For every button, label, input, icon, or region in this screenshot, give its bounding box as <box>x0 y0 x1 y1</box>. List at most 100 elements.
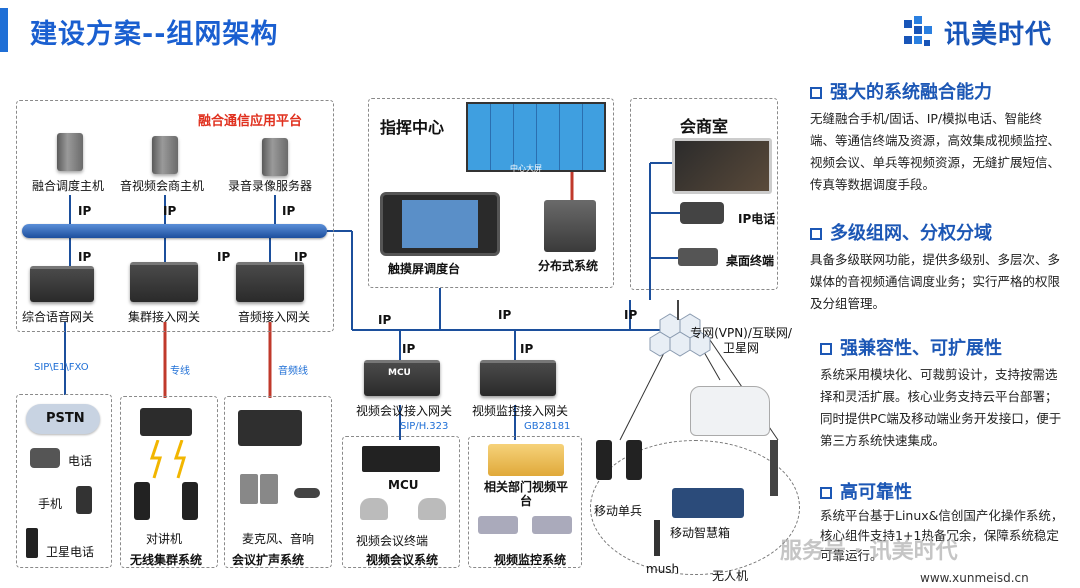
video-wall-label: 中心大屏 <box>510 164 542 173</box>
link-label: SIP/H.323 <box>400 421 449 432</box>
meeting-room-box <box>630 98 778 290</box>
feature-text: 具备多级联网功能，提供多级别、多层次、多媒体的音视频通信调度业务；实行严格的权限… <box>810 252 1061 311</box>
walkie-talkie-icon <box>182 482 198 520</box>
logo-text: 讯美时代 <box>943 20 1052 50</box>
mesh-antenna-icon <box>654 520 660 556</box>
distributed-system-icon <box>544 200 596 252</box>
pstn-item: 卫星电话 <box>46 545 95 559</box>
audio-system-label: 会议扩声系统 <box>232 553 305 567</box>
features-panel: 高可靠性 系统平台基于Linux&信创国产化操作系统，核心组件支持1+1热备冗余… <box>820 478 1064 566</box>
video-conf-box <box>342 436 460 568</box>
server-icon <box>152 136 178 174</box>
smart-box-icon <box>672 488 744 518</box>
microphone-icon <box>294 488 320 498</box>
features-panel: 强大的系统融合能力 无缝融合手机/固话、IP/模拟电话、智能终端、等通信终端及资… <box>810 78 1062 196</box>
feature-text: 无缝融合手机/固话、IP/模拟电话、智能终端、等通信终端及资源，高效集成视频监控… <box>810 111 1061 192</box>
meeting-room-title: 会商室 <box>680 117 729 136</box>
feature-heading: 强大的系统融合能力 <box>810 78 1062 104</box>
feature-text: 系统采用模块化、可裁剪设计，支持按需选择和灵活扩展。核心业务支持云平台部署；同时… <box>820 367 1062 448</box>
walkie-talkie-icon <box>134 482 150 520</box>
server-label: 音视频会商主机 <box>120 179 205 193</box>
pstn-item: 手机 <box>38 497 63 511</box>
page-title: 建设方案--组网架构 <box>30 19 279 50</box>
feature-heading: 高可靠性 <box>820 478 1064 504</box>
link-label: 音频线 <box>278 366 308 377</box>
handheld-terminal-icon <box>596 440 612 480</box>
command-center-box <box>368 98 614 288</box>
ip-label: IP <box>78 250 92 264</box>
platform-title: 融合通信应用平台 <box>198 114 303 129</box>
cloud-icon <box>26 404 100 434</box>
desk-terminal-label: 桌面终端 <box>726 254 775 268</box>
ip-label: IP <box>282 204 296 218</box>
ip-label: IP <box>402 342 416 356</box>
feature-heading: 多级组网、分权分域 <box>810 219 1062 245</box>
vc-terminal-label: 视频会议终端 <box>356 534 429 548</box>
ip-label: IP <box>624 308 638 322</box>
cctv-camera-icon <box>532 516 572 534</box>
ip-label: IP <box>217 250 231 264</box>
vc-system-label: 视频会议系统 <box>366 553 439 567</box>
bullet-square-icon <box>810 228 822 240</box>
gateway-label: 综合语音网关 <box>22 310 95 324</box>
pstn-label: PSTN <box>46 411 85 426</box>
feature-heading: 强兼容性、可扩展性 <box>820 334 1064 360</box>
video-wall-icon <box>466 102 606 172</box>
camera-icon <box>418 498 446 520</box>
ip-label: IP <box>520 342 534 356</box>
speaker-icon <box>260 474 278 504</box>
mesh-label: mush <box>646 562 680 576</box>
pstn-item: 电话 <box>68 454 93 468</box>
ip-label: IP <box>498 308 512 322</box>
ip-label: IP <box>78 204 92 218</box>
gateway-label: 集群接入网关 <box>128 310 201 324</box>
network-bus <box>22 224 327 238</box>
mobile-phone-icon <box>76 486 92 514</box>
vc-gateway-icon <box>364 360 440 396</box>
vm-system-label: 视频监控系统 <box>494 553 567 567</box>
mcu-label: MCU <box>388 478 419 492</box>
vc-gateway-label: 视频会议接入网关 <box>356 404 453 418</box>
console-label: 触摸屏调度台 <box>388 262 461 276</box>
phone-icon <box>30 448 60 468</box>
tripod-camera-icon <box>770 440 778 496</box>
console-screen-icon <box>402 200 478 248</box>
bullet-square-icon <box>820 487 832 499</box>
watermark-text: 服务号 · 讯美时代 <box>780 539 958 564</box>
mixer-icon <box>238 410 302 446</box>
audio-device-label: 麦克风、音响 <box>242 532 315 546</box>
ip-label: IP <box>294 250 308 264</box>
drone-label: 无人机 <box>712 569 749 583</box>
handheld-terminal-icon <box>626 440 642 480</box>
gateway-device-icon <box>130 262 198 302</box>
mobile-zone <box>590 440 800 575</box>
radio-base-icon <box>140 408 192 436</box>
vm-gateway-label: 视频监控接入网关 <box>472 404 569 418</box>
bullet-square-icon <box>810 87 822 99</box>
speaker-icon <box>240 474 258 504</box>
platform-box <box>16 100 334 332</box>
ip-phone-label: IP电话 <box>738 212 776 226</box>
server-icon <box>262 138 288 176</box>
mcu-device-icon <box>362 446 440 472</box>
server-label: 录音录像服务器 <box>228 179 313 193</box>
command-center-title: 指挥中心 <box>380 118 445 137</box>
brand-logo: 讯美时代 <box>903 14 1052 51</box>
network-label: 专网(VPN)/互联网/卫星网 <box>690 326 792 355</box>
watermark-url: www.xunmeisd.cn <box>920 571 1029 585</box>
trunk-system-box <box>120 396 218 568</box>
feature-text: 系统平台基于Linux&信创国产化操作系统，核心组件支持1+1热备冗余，保障系统… <box>820 508 1064 563</box>
bullet-square-icon <box>820 343 832 355</box>
mcu-badge: MCU <box>388 368 411 378</box>
ip-label: IP <box>378 313 392 327</box>
gateway-label: 音频接入网关 <box>238 310 311 324</box>
smart-box-label: 移动智慧箱 <box>670 526 731 540</box>
vm-gateway-icon <box>480 360 556 396</box>
ip-label: IP <box>163 204 177 218</box>
distributed-label: 分布式系统 <box>538 259 599 273</box>
trunk-device-label: 对讲机 <box>146 532 183 546</box>
features-panel: 强兼容性、可扩展性 系统采用模块化、可裁剪设计，支持按需选择和灵活扩展。核心业务… <box>820 334 1064 452</box>
trunk-system-label: 无线集群系统 <box>130 553 203 567</box>
gateway-device-icon <box>30 266 94 302</box>
